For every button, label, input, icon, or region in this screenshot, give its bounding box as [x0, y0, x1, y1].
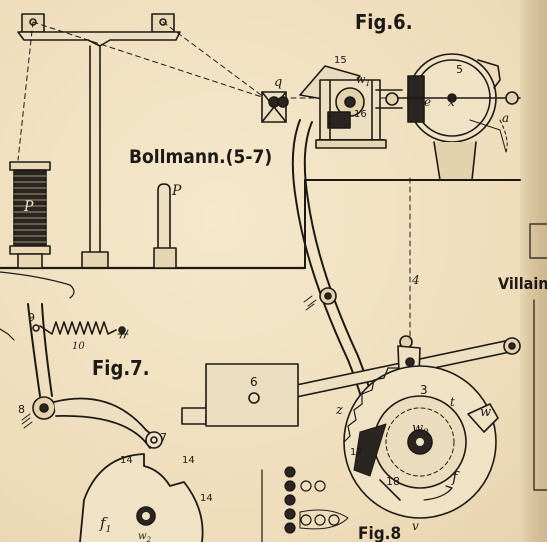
- label-w: w: [480, 405, 492, 420]
- label-q: q: [274, 75, 283, 90]
- fig7-caption: Fig.7.: [92, 356, 150, 380]
- label-p-post: P: [172, 183, 182, 199]
- ratchet-wheel: [343, 365, 499, 519]
- guide-post: [153, 183, 177, 269]
- label-14b: 14: [182, 455, 195, 466]
- drum-wheel: [397, 53, 521, 181]
- label-5: 5: [456, 63, 463, 76]
- label-14a: 14: [120, 455, 133, 466]
- label-16: 16: [354, 109, 367, 120]
- winding-head: [299, 65, 403, 149]
- right-page-label: Villain: [498, 274, 547, 293]
- machine-table: [0, 179, 521, 299]
- label-t: t: [450, 395, 455, 409]
- label-a: a: [502, 111, 510, 125]
- label-z: z: [336, 403, 343, 418]
- fig7-mechanism: [0, 303, 204, 542]
- label-x: x: [448, 95, 455, 109]
- label-p-bobbin: P: [24, 199, 34, 215]
- label-17: 17: [350, 447, 363, 458]
- fig6-caption: Fig.6.: [355, 10, 413, 34]
- fig8-caption: Fig.8: [358, 524, 402, 542]
- fig8-chain: [261, 466, 349, 542]
- label-14c: 14: [200, 493, 213, 504]
- right-page-fragments: [529, 223, 547, 491]
- label-f1: f1: [100, 514, 112, 535]
- weighted-lever: [181, 337, 521, 427]
- label-w1: w1: [356, 73, 371, 89]
- label-w2: w2: [412, 421, 429, 439]
- label-7: 7: [160, 431, 167, 444]
- overhead-frame: [17, 13, 181, 269]
- thread-guide-q: [261, 91, 289, 123]
- label-18: 18: [386, 475, 400, 488]
- label-f: f: [452, 468, 458, 486]
- label-15: 15: [334, 55, 347, 66]
- label-8: 8: [18, 403, 25, 416]
- label-10: 10: [72, 341, 85, 352]
- label-w2-bottom: w2: [138, 531, 152, 542]
- bobbin: [9, 161, 51, 269]
- label-v: v: [412, 519, 419, 533]
- label-4: 4: [412, 273, 420, 287]
- label-6: 6: [250, 375, 258, 389]
- inventor-label: Bollmann.(5-7): [129, 146, 273, 168]
- label-9: 9: [28, 311, 35, 324]
- label-e: e: [424, 95, 432, 109]
- label-3: 3: [420, 383, 428, 397]
